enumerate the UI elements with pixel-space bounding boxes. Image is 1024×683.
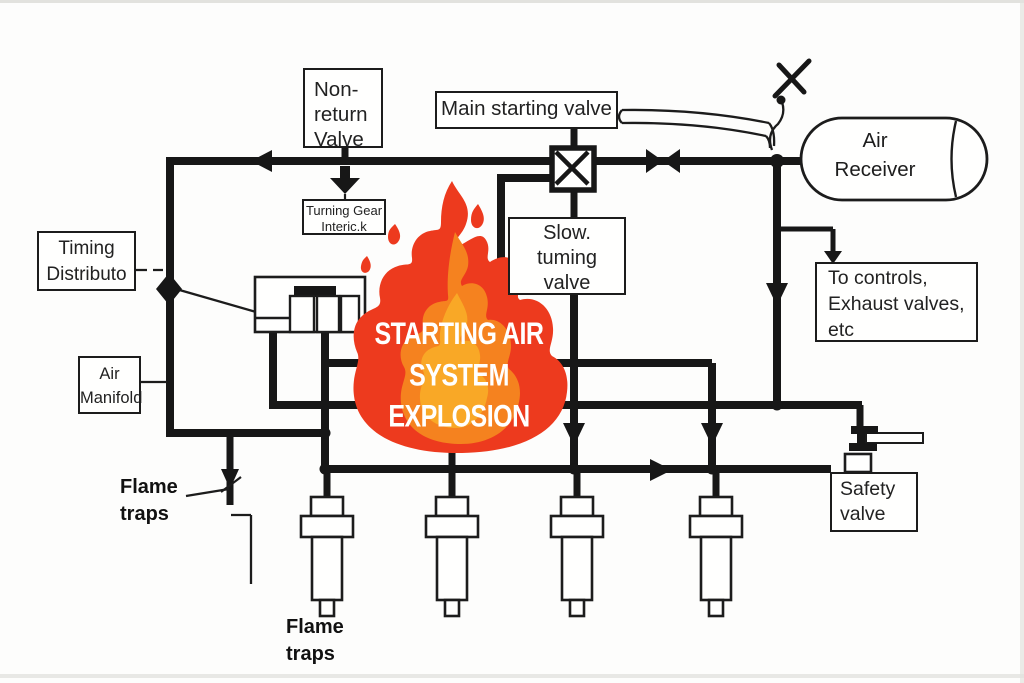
safety-valve-assembly: [843, 426, 924, 474]
drain-thin-line: [231, 513, 253, 584]
air-receiver-label: Air Receiver: [834, 129, 916, 181]
flame-traps-bottom-label: Flame traps: [286, 616, 344, 665]
air-receiver-shape: [799, 116, 989, 202]
flame-caption-line2: SYSTEM: [409, 357, 509, 393]
safety-valve-lever: [865, 432, 924, 444]
flame-trap-cylinder-3: [549, 495, 605, 618]
arrow-down-nrv: [330, 178, 360, 194]
top-edge: [0, 0, 1024, 3]
label-timing-distributor: Timing Distributo: [37, 231, 136, 291]
flame-graphic: [353, 181, 568, 454]
flame-caption-line1: STARTING AIR: [374, 316, 545, 352]
flame-inner: [419, 293, 489, 428]
control-pipe-top: [621, 108, 770, 125]
flame-drop-1: [471, 204, 484, 229]
right-edge: [1020, 0, 1024, 683]
arrow-into-controls-box: [824, 251, 842, 264]
flame-drop-3: [360, 256, 371, 273]
flame-trap-cylinder-4: [688, 495, 744, 618]
flame-trap-cylinders: [299, 495, 744, 618]
bowtie-valve-left: [646, 149, 663, 173]
main-starting-valve-cross-icon: [549, 145, 597, 193]
flame-traps-left-label: Flame traps: [120, 476, 178, 525]
bottom-edge: [0, 674, 1024, 678]
label-main-starting-valve: Main starting valve: [435, 91, 618, 129]
arrow-down-right-vertical: [766, 283, 788, 306]
label-turning-gear-interlock: Turning Gear Interic.k: [302, 199, 386, 235]
label-slow-turning-valve: Slow. tuming valve: [508, 217, 626, 295]
arrow-left-top-pipe: [251, 150, 272, 172]
bowtie-valve-right: [663, 149, 680, 173]
receiver-dome-seam: [950, 120, 958, 198]
thin-lines: [136, 101, 785, 584]
arrow-down-drain: [221, 469, 239, 489]
arrow-down-riser-4: [701, 423, 723, 446]
label-non-return-valve: Non- return Valve: [303, 68, 383, 151]
drain-valve-squiggle: [768, 101, 785, 151]
arrow-down-riser-3: [563, 423, 585, 446]
label-air-manifold: Air Manifold: [78, 356, 142, 414]
flame-trap-cylinder-1: [299, 495, 355, 618]
flow-arrows: [156, 149, 842, 489]
flame-caption-line3: EXPLOSION: [388, 399, 530, 434]
distributor-block: [253, 275, 367, 334]
drain-valve-x-icon: [772, 58, 812, 105]
junction-diamond-left: [156, 273, 182, 305]
flame-trap-cylinder-2: [424, 495, 480, 618]
flame-caption: STARTING AIR SYSTEM EXPLOSION: [348, 314, 570, 438]
control-pipe-bottom: [621, 121, 767, 138]
arrow-right-bus: [650, 459, 672, 481]
distributor-pointer-line: [175, 287, 257, 314]
control-pipe-cap: [617, 109, 623, 124]
label-safety-valve: Safety valve: [830, 472, 918, 532]
nrv-arrow-stem: [340, 166, 350, 179]
label-to-controls: To controls, Exhaust valves, etc: [815, 262, 978, 342]
flame-drop-2: [388, 224, 401, 245]
